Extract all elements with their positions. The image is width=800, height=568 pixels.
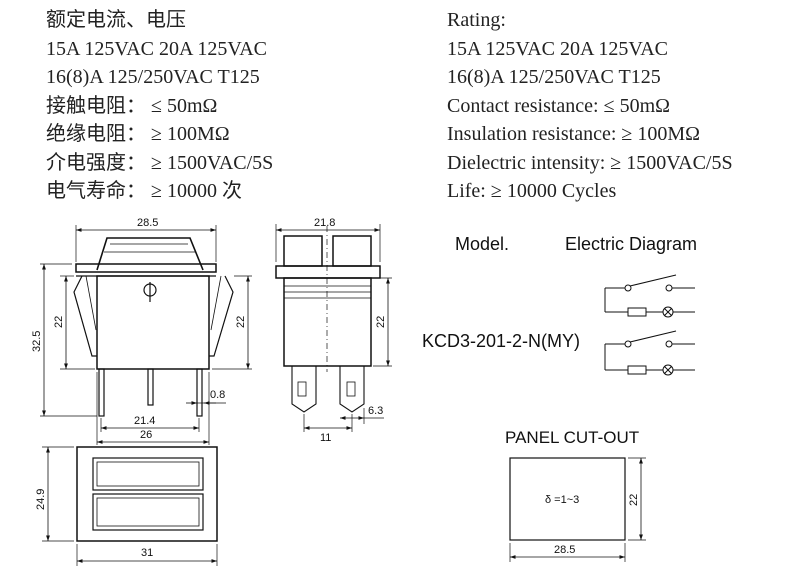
panel-cutout-title: PANEL CUT-OUT: [505, 428, 640, 447]
electric-diagram-title: Electric Diagram: [565, 234, 698, 254]
dim-side-term-pitch: 11: [320, 432, 331, 444]
spec-line: 介电强度： ≥ 1500VAC/5S: [46, 151, 274, 174]
spec-line: Life: ≥ 10000 Cycles: [447, 180, 617, 202]
spec-line: 额定电流、电压: [46, 9, 186, 31]
dim-side-term-width: 6.3: [368, 405, 383, 417]
spec-line: 16(8)A 125/250VAC T125: [447, 66, 661, 88]
panel-thickness-note: δ =1~3: [545, 494, 579, 506]
dim-front-total-height: 32.5: [31, 331, 43, 352]
spec-line: 电气寿命： ≥ 10000 次: [46, 180, 242, 202]
dim-side-width: 21.8: [314, 217, 335, 229]
side-view: [275, 224, 392, 432]
dim-front-top-width: 28.5: [137, 217, 158, 229]
front-view: [40, 225, 252, 445]
panel-cutout: [509, 457, 646, 562]
model-label: Model.: [455, 234, 510, 254]
spec-line: 16(8)A 125/250VAC T125: [46, 66, 260, 88]
electric-diagram: [604, 274, 695, 376]
spec-line: 绝缘电阻： ≥ 100MΩ: [46, 123, 230, 145]
dim-body-width: 26: [140, 429, 152, 441]
dim-bottom-width: 31: [141, 547, 153, 559]
specs-chinese: 额定电流、电压 15A 125VAC 20A 125VAC 16(8)A 125…: [46, 6, 273, 206]
spec-line: 15A 125VAC 20A 125VAC: [46, 37, 267, 60]
dim-bottom-height: 24.9: [35, 489, 47, 510]
specs-english: Rating: 15A 125VAC 20A 125VAC 16(8)A 125…: [447, 6, 733, 206]
dim-panel-width: 28.5: [554, 544, 575, 556]
model-name: KCD3-201-2-N(MY): [422, 331, 581, 351]
bottom-view: [42, 446, 218, 566]
dim-terminal-width: 0.8: [210, 389, 225, 401]
spec-line: Dielectric intensity: ≥ 1500VAC/5S: [447, 151, 733, 174]
spec-line: 15A 125VAC 20A 125VAC: [447, 37, 668, 60]
dim-terminal-span: 21.4: [134, 415, 155, 427]
spec-line: Rating:: [447, 9, 506, 31]
dim-side-height: 22: [375, 316, 387, 328]
spec-line: Contact resistance: ≤ 50mΩ: [447, 94, 671, 117]
spec-line: 接触电阻： ≤ 50mΩ: [46, 94, 218, 117]
spec-line: Insulation resistance: ≥ 100MΩ: [447, 123, 701, 145]
dim-front-body-height: 22: [53, 316, 65, 328]
dim-panel-height: 22: [628, 494, 640, 506]
dim-front-right-height: 22: [235, 316, 247, 328]
